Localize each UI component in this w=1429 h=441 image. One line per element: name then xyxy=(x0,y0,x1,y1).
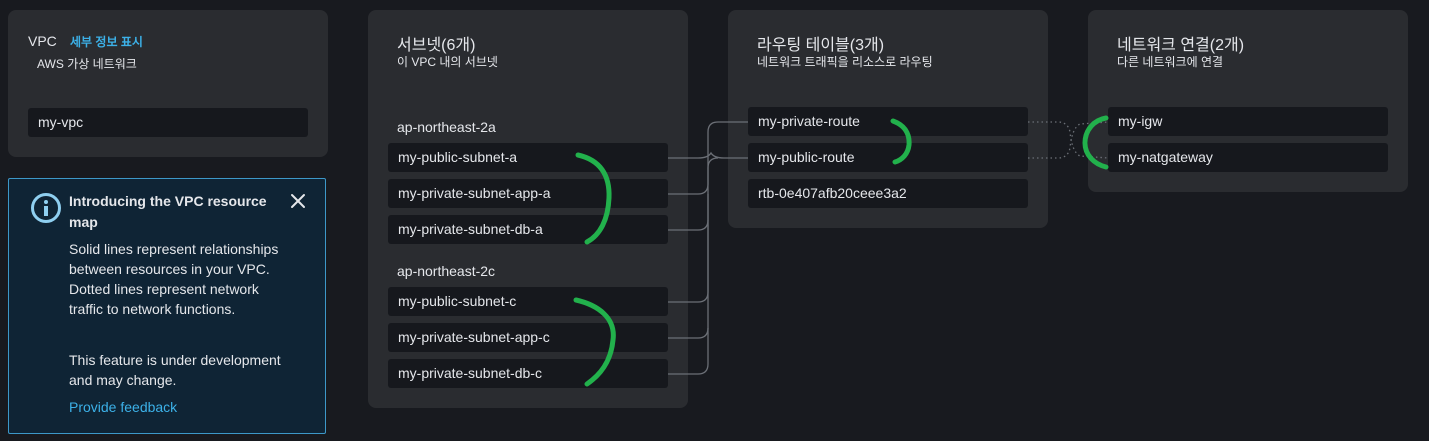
zone-label: ap-northeast-2a xyxy=(397,119,496,135)
subnets-subtitle: 이 VPC 내의 서브넷 xyxy=(397,55,498,69)
subnet-item[interactable]: my-private-subnet-app-c xyxy=(388,323,668,352)
route-table-item[interactable]: rtb-0e407afb20ceee3a2 xyxy=(748,179,1028,208)
info-alert: Introducing the VPC resource map Solid l… xyxy=(8,178,326,434)
route-tables-subtitle: 네트워크 트래픽을 리소스로 라우팅 xyxy=(757,55,933,69)
route-table-item[interactable]: my-public-route xyxy=(748,143,1028,172)
network-connections-subtitle: 다른 네트워크에 연결 xyxy=(1117,55,1224,69)
connection-item[interactable]: my-igw xyxy=(1108,107,1388,136)
subnet-item[interactable]: my-private-subnet-app-a xyxy=(388,179,668,208)
info-body-text: Solid lines represent relationships betw… xyxy=(69,241,279,317)
route-table-item[interactable]: my-private-route xyxy=(748,107,1028,136)
subnet-item[interactable]: my-private-subnet-db-a xyxy=(388,215,668,244)
info-title: Introducing the VPC resource map xyxy=(69,193,267,230)
subnet-item[interactable]: my-public-subnet-a xyxy=(388,143,668,172)
network-connections-title: 네트워크 연결(2개) xyxy=(1117,37,1245,54)
info-icon xyxy=(31,193,61,223)
info-body-note: This feature is under development and ma… xyxy=(69,352,281,388)
connection-item[interactable]: my-natgateway xyxy=(1108,143,1388,172)
subnets-title: 서브넷(6개) xyxy=(397,37,476,54)
vpc-panel-subtitle: AWS 가상 네트워크 xyxy=(37,57,137,71)
subnet-item[interactable]: my-private-subnet-db-c xyxy=(388,359,668,388)
close-icon[interactable] xyxy=(289,192,307,210)
zone-label: ap-northeast-2c xyxy=(397,263,496,279)
vpc-item[interactable]: my-vpc xyxy=(28,108,308,137)
provide-feedback-link[interactable]: Provide feedback xyxy=(69,399,178,415)
vpc-detail-link[interactable]: 세부 정보 표시 xyxy=(70,35,143,49)
route-tables-title: 라우팅 테이블(3개) xyxy=(757,37,885,54)
subnet-item[interactable]: my-public-subnet-c xyxy=(388,287,668,316)
vpc-panel-title: VPC xyxy=(28,33,57,49)
